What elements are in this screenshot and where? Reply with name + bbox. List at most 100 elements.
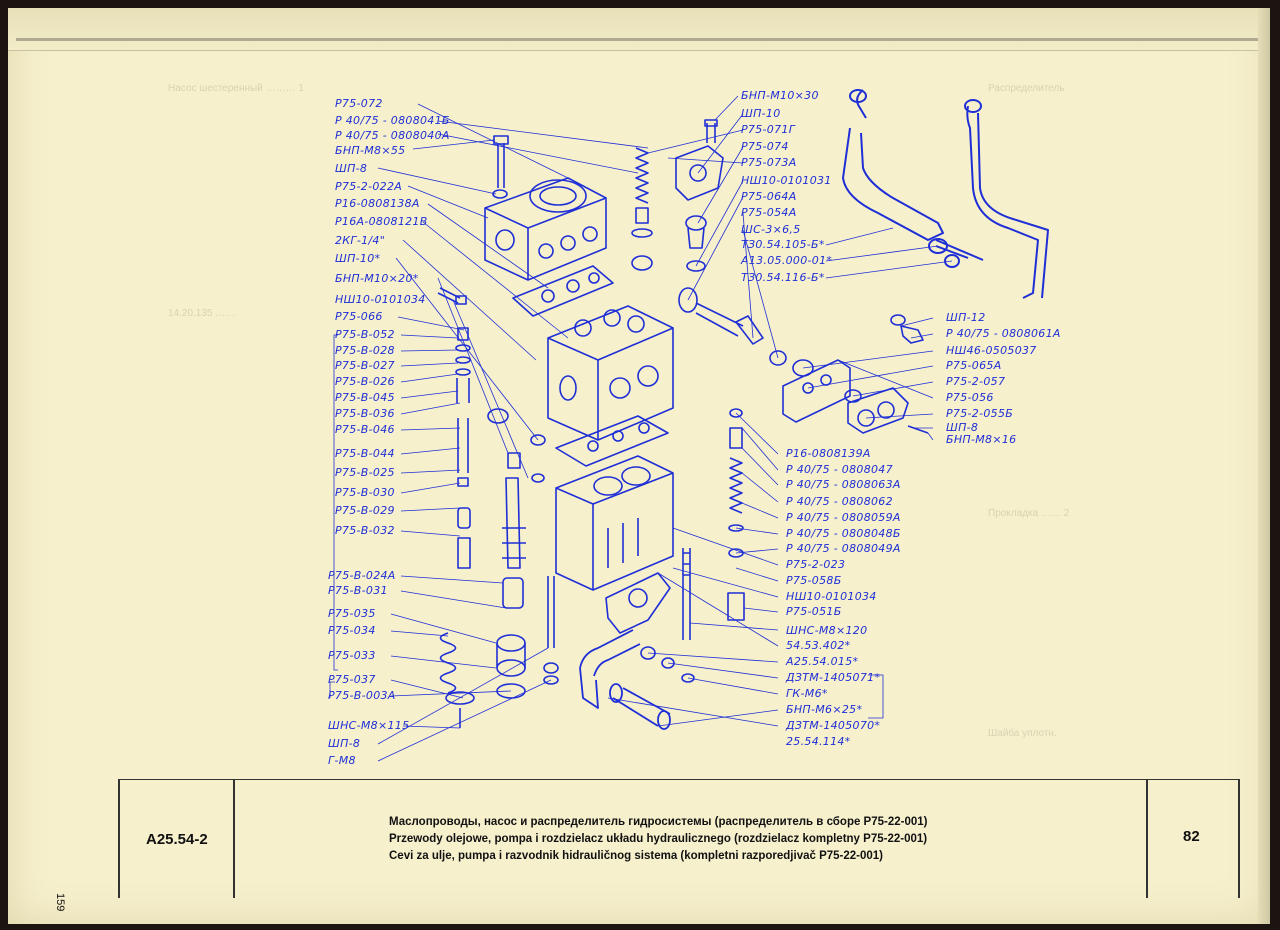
central-spool (496, 477, 526, 699)
part-label: ДЗТМ-1405071* (786, 671, 881, 684)
part-label: Р75-033 (328, 649, 376, 662)
part-label: Р 40/75 - 0808061А (946, 327, 1061, 340)
distributor-main-body (547, 305, 674, 441)
part-label: Р 40/75 - 0808059А (786, 511, 901, 524)
part-label: Р16-0808138А (335, 197, 420, 210)
catalog-page: Насос шестеренный ……… 1 Распределитель 1… (8, 8, 1270, 924)
part-label: НШ46-0505037 (946, 344, 1037, 357)
part-label: Р75-2-057 (946, 375, 1006, 388)
part-label: 54.53.402* (786, 639, 851, 652)
page-fold (8, 8, 1270, 51)
title-block (118, 779, 1240, 898)
top-small-flange (675, 119, 724, 272)
part-label: ТЗ0.54.116-Б* (741, 271, 825, 284)
part-label: Р 40/75 - 0808049А (786, 542, 901, 555)
leader-lines (329, 103, 649, 762)
part-label: А13.05.000-01* (741, 254, 833, 267)
part-label: Р75-В-031 (328, 584, 388, 597)
part-label: Р75-В-036 (335, 407, 395, 420)
part-label: Р 40/75 - 0808048Б (786, 527, 901, 540)
part-label: ШП-8 (335, 162, 368, 175)
part-label: Р75-064А (741, 190, 797, 203)
part-label: Р75-073А (741, 156, 797, 169)
part-label: ШП-10* (335, 252, 381, 265)
title-russian: Маслопроводы, насос и распределитель гид… (389, 816, 928, 828)
exploded-parts-diagram (329, 89, 1049, 762)
part-label: Р75-2-022А (335, 180, 403, 193)
part-label: Р75-051Б (786, 605, 842, 618)
part-label: ШП-12 (946, 311, 986, 324)
drawing-code: A25.54-2 (146, 831, 208, 848)
part-label: ШНС-М8×115 (328, 719, 410, 732)
part-label: Р 40/75 - 0808047 (786, 463, 893, 476)
part-label: Р75-2-055Б (946, 407, 1014, 420)
bleed-through-text: Шайба уплотн. (988, 728, 1057, 739)
part-label: ТЗ0.54.105-Б* (741, 238, 825, 251)
pump-body (555, 455, 674, 591)
part-label: ШП-8 (946, 421, 979, 434)
part-label: ШНС-М8×120 (786, 624, 868, 637)
part-label: Р75-066 (335, 310, 383, 323)
part-label: Р75-058Б (786, 574, 842, 587)
binding-spine (16, 38, 1266, 41)
page-edge (1258, 8, 1270, 924)
part-label: Р75-037 (328, 673, 376, 686)
part-label: Р75-В-030 (335, 486, 395, 499)
part-label: Р75-В-045 (335, 391, 395, 404)
part-label: Р75-056 (946, 391, 994, 404)
pump-flange (605, 572, 671, 634)
part-label: Р16А-0808121В (335, 215, 428, 228)
title-polish: Przewody olejowe, pompa i rozdzielacz uk… (389, 833, 928, 845)
title-block-divider (233, 780, 235, 898)
oil-pipe-lower (579, 629, 671, 730)
part-label: ШП-8 (328, 737, 361, 750)
part-label: НШ10-0101034 (335, 293, 426, 306)
part-label: Р75-В-025 (335, 466, 395, 479)
part-label: Р75-В-029 (335, 504, 395, 517)
title-block-divider (1238, 780, 1240, 898)
part-label: Р 40/75 - 0808063А (786, 478, 901, 491)
part-label: Р75-В-028 (335, 344, 395, 357)
gasket-plate (512, 265, 614, 317)
right-cover-plate (769, 314, 929, 434)
part-label: 25.54.114* (786, 735, 851, 748)
part-label: ГК-М6* (786, 687, 828, 700)
bleed-through-text: Насос шестеренный ……… 1 (168, 83, 304, 94)
title-block-divider (118, 780, 120, 898)
part-label: Р75-В-046 (335, 423, 395, 436)
part-label: Р75-В-024А (328, 569, 396, 582)
part-label: Р 40/75 - 0808041Б (335, 114, 450, 127)
return-spring (439, 632, 475, 728)
part-label: НШ10-0101031 (741, 174, 832, 187)
part-label: Р 40/75 - 0808062 (786, 495, 893, 508)
part-label: Г-М8 (328, 754, 356, 767)
part-label: А25.54.015* (786, 655, 859, 668)
top-valve-spring (631, 147, 653, 271)
center-valve-stack (727, 408, 745, 621)
figure-number: 82 (1183, 828, 1200, 845)
part-label: Р75-071Г (741, 123, 796, 136)
banjo-bolt (678, 287, 764, 345)
part-label: ШС-3×6,5 (741, 223, 801, 236)
left-spool-stack (455, 327, 471, 569)
part-label: БНП-М10×20* (335, 272, 419, 285)
part-label: Р75-В-032 (335, 524, 395, 537)
leader-lines-right (607, 95, 953, 727)
part-label: Р75-В-052 (335, 328, 395, 341)
fasteners (437, 135, 695, 685)
bleed-through-text: Распределитель (988, 83, 1065, 94)
part-label: ДЗТМ-1405070* (786, 719, 881, 732)
part-label: ШП-10 (741, 107, 781, 120)
part-label: БНП-М8×16 (946, 433, 1017, 446)
part-label: Р 40/75 - 0808040А (335, 129, 450, 142)
part-label: БНП-М8×55 (335, 144, 406, 157)
part-label: Р75-034 (328, 624, 376, 637)
part-label: БНП-М10×30 (741, 89, 819, 102)
part-label: Р75-065А (946, 359, 1002, 372)
part-label: 2КГ-1/4" (335, 234, 386, 247)
control-lever (842, 89, 1049, 299)
part-label: Р75-В-044 (335, 447, 395, 460)
part-label: Р75-054А (741, 206, 797, 219)
part-label: Р75-В-026 (335, 375, 395, 388)
part-label: Р75-2-023 (786, 558, 846, 571)
